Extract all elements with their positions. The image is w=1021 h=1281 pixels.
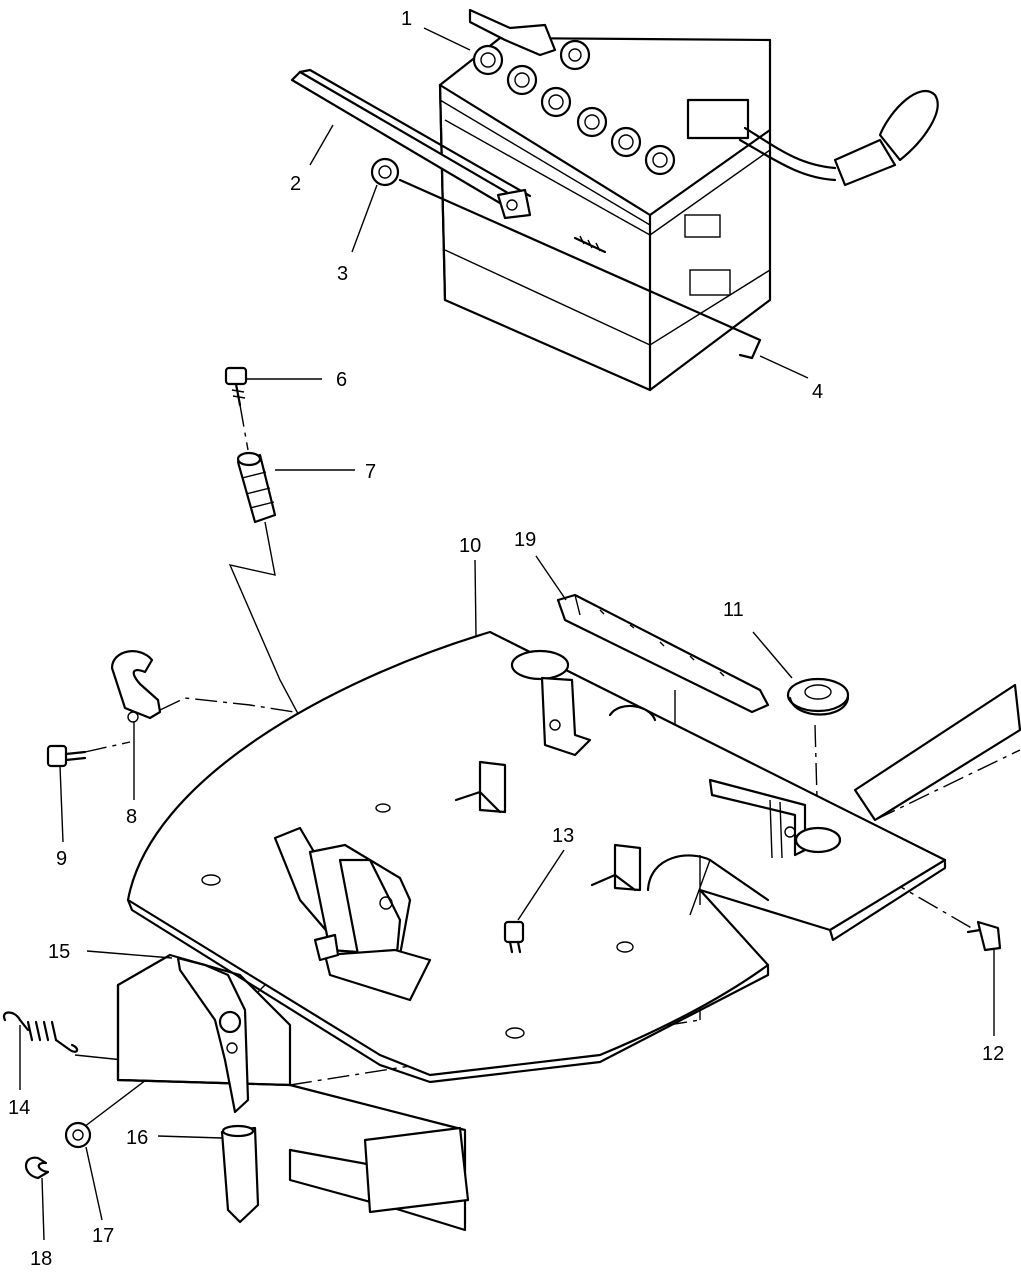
hold-down-nut	[370, 157, 400, 187]
bushing-7	[236, 451, 277, 524]
callout-19: 19	[514, 529, 536, 551]
callout-17: 17	[92, 1225, 114, 1247]
callout-15: 15	[48, 941, 70, 963]
callout-8: 8	[126, 806, 137, 828]
callout-labels: 1 2 3 4 6 7 8 9 10 19 11 13 12 15 14 16 …	[8, 8, 1004, 1270]
callout-9: 9	[56, 848, 67, 870]
bolt-12	[966, 920, 1002, 952]
bolt-9	[46, 744, 87, 768]
callout-1: 1	[401, 8, 412, 30]
battery	[438, 8, 939, 392]
battery-caps	[472, 44, 676, 176]
pedal-bracket	[273, 826, 432, 1002]
callout-3: 3	[337, 263, 348, 285]
callout-18: 18	[30, 1248, 52, 1270]
callout-16: 16	[126, 1127, 148, 1149]
grip-16	[220, 1124, 260, 1224]
callout-12: 12	[982, 1043, 1004, 1065]
grommet-11	[786, 677, 850, 716]
spring-14	[2, 1011, 79, 1053]
callout-10: 10	[459, 535, 481, 557]
callout-6: 6	[336, 369, 347, 391]
callout-11: 11	[723, 599, 744, 621]
leader-lines	[19, 27, 995, 1241]
callout-4: 4	[812, 381, 823, 403]
washer-17	[64, 1121, 92, 1149]
callout-13: 13	[552, 825, 574, 847]
callout-14: 14	[8, 1097, 30, 1119]
callout-7: 7	[365, 461, 376, 483]
e-clip-18	[24, 1156, 50, 1180]
j-bolt-rod	[398, 178, 762, 360]
lever-15	[176, 956, 250, 1114]
seal-strip-19	[556, 593, 770, 714]
clip-8	[110, 650, 162, 723]
screw-6	[224, 366, 248, 407]
hold-down-strap	[290, 68, 532, 220]
callout-2: 2	[290, 173, 301, 195]
bolt-13	[503, 920, 525, 954]
battery-terminal	[468, 8, 939, 187]
